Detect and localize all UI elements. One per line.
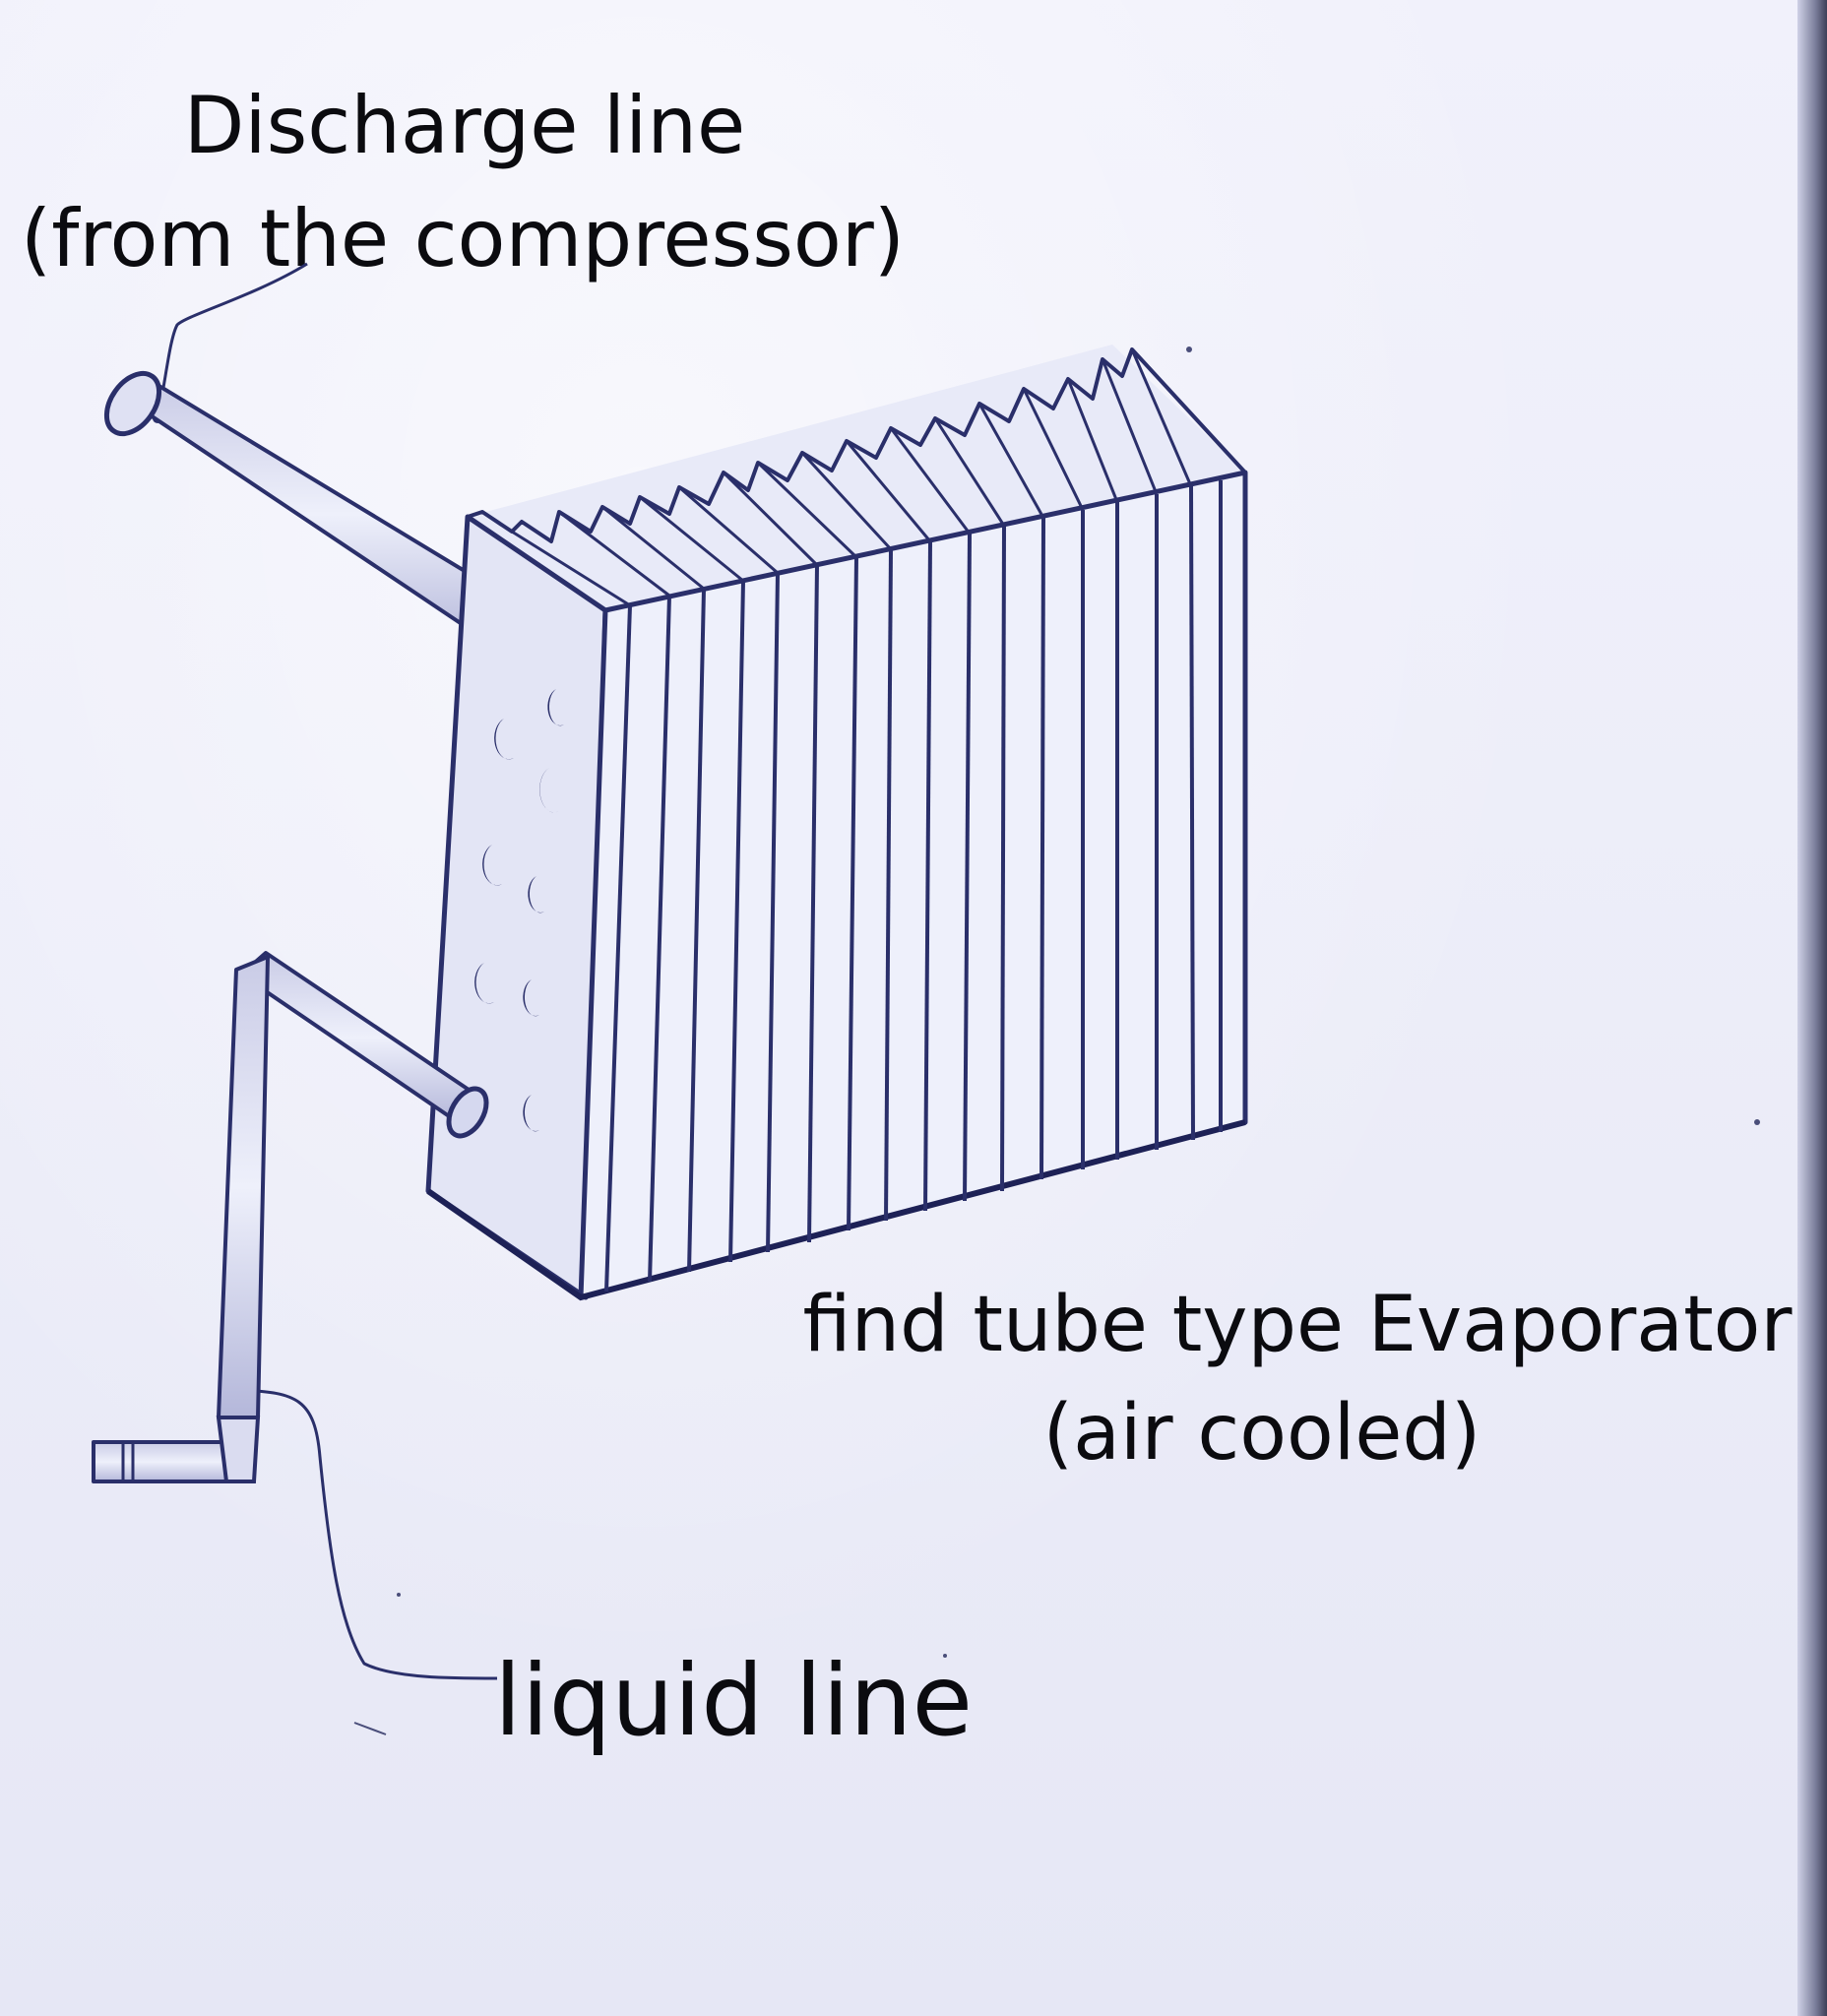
pencil-specks: [353, 346, 1760, 1735]
liquid-tube: [92, 951, 489, 1483]
evaporator-label: find tube type Evaporator: [803, 1281, 1794, 1369]
evaporator-coil: [425, 345, 1248, 1301]
discharge-line-label: Discharge line: [184, 80, 746, 171]
liquid-leader-line: [241, 1388, 498, 1680]
liquid-line-label: liquid line: [494, 1643, 973, 1758]
discharge-leader-line: [156, 262, 308, 419]
discharge-line-sublabel: (from the compressor): [21, 193, 905, 284]
evaporator-sublabel: (air cooled): [1043, 1389, 1481, 1478]
paper-edge: [1797, 0, 1827, 2016]
